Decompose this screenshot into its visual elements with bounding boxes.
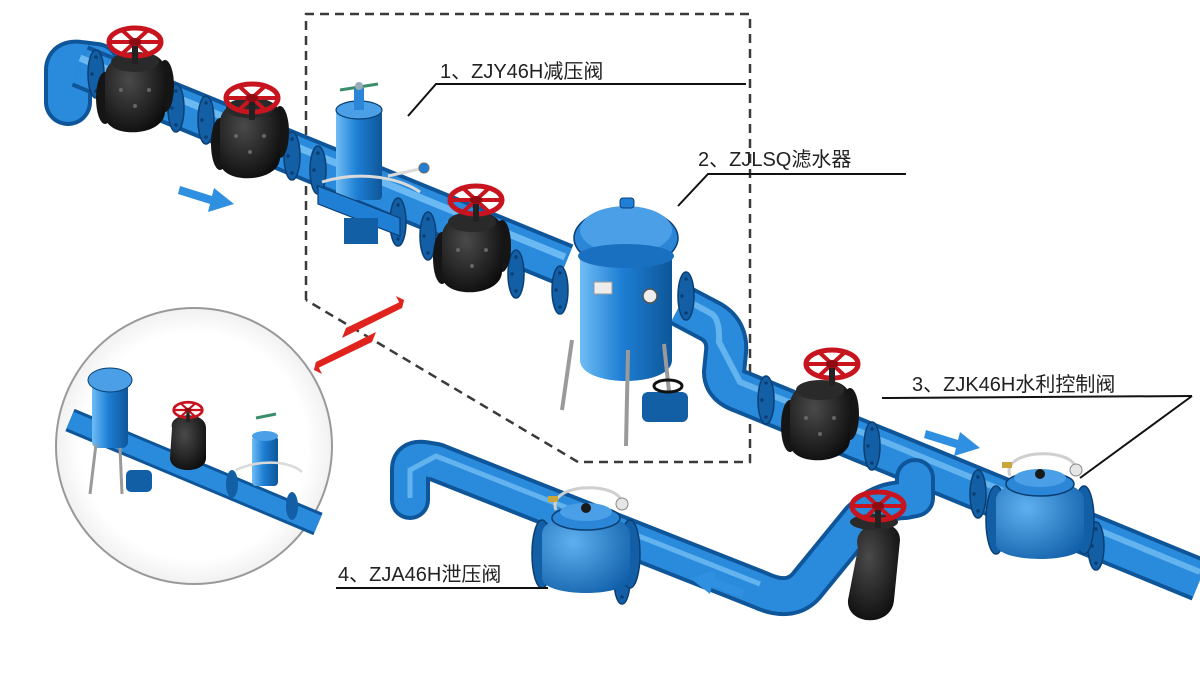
flow-arrow-icon [178,186,234,212]
label-hydraulic-control-valve: 3、ZJK46H水利控制阀 [912,374,1116,396]
label-pressure-relief-valve: 4、ZJA46H泄压阀 [338,564,502,586]
flow-arrow-icon [924,430,980,456]
label-water-strainer: 2、ZJLSQ滤水器 [698,149,852,171]
dashed-enclosure [304,12,752,464]
water-strainer [560,197,688,447]
gate-valve-2 [211,84,289,179]
hydraulic-control-valve [984,452,1096,561]
leader-lines [336,83,1193,589]
label-pressure-reducing-valve: 1、ZJY46H减压阀 [440,61,604,83]
pressure-reducing-valve [317,82,430,244]
flow-arrow-icon [690,570,744,598]
gate-valve-5 [847,492,904,621]
pressure-gauge-icon [642,288,658,304]
gate-valve-4 [781,350,859,461]
inset-view [55,307,333,585]
gate-valve-1 [96,28,174,133]
swap-arrow-icon [314,296,404,374]
